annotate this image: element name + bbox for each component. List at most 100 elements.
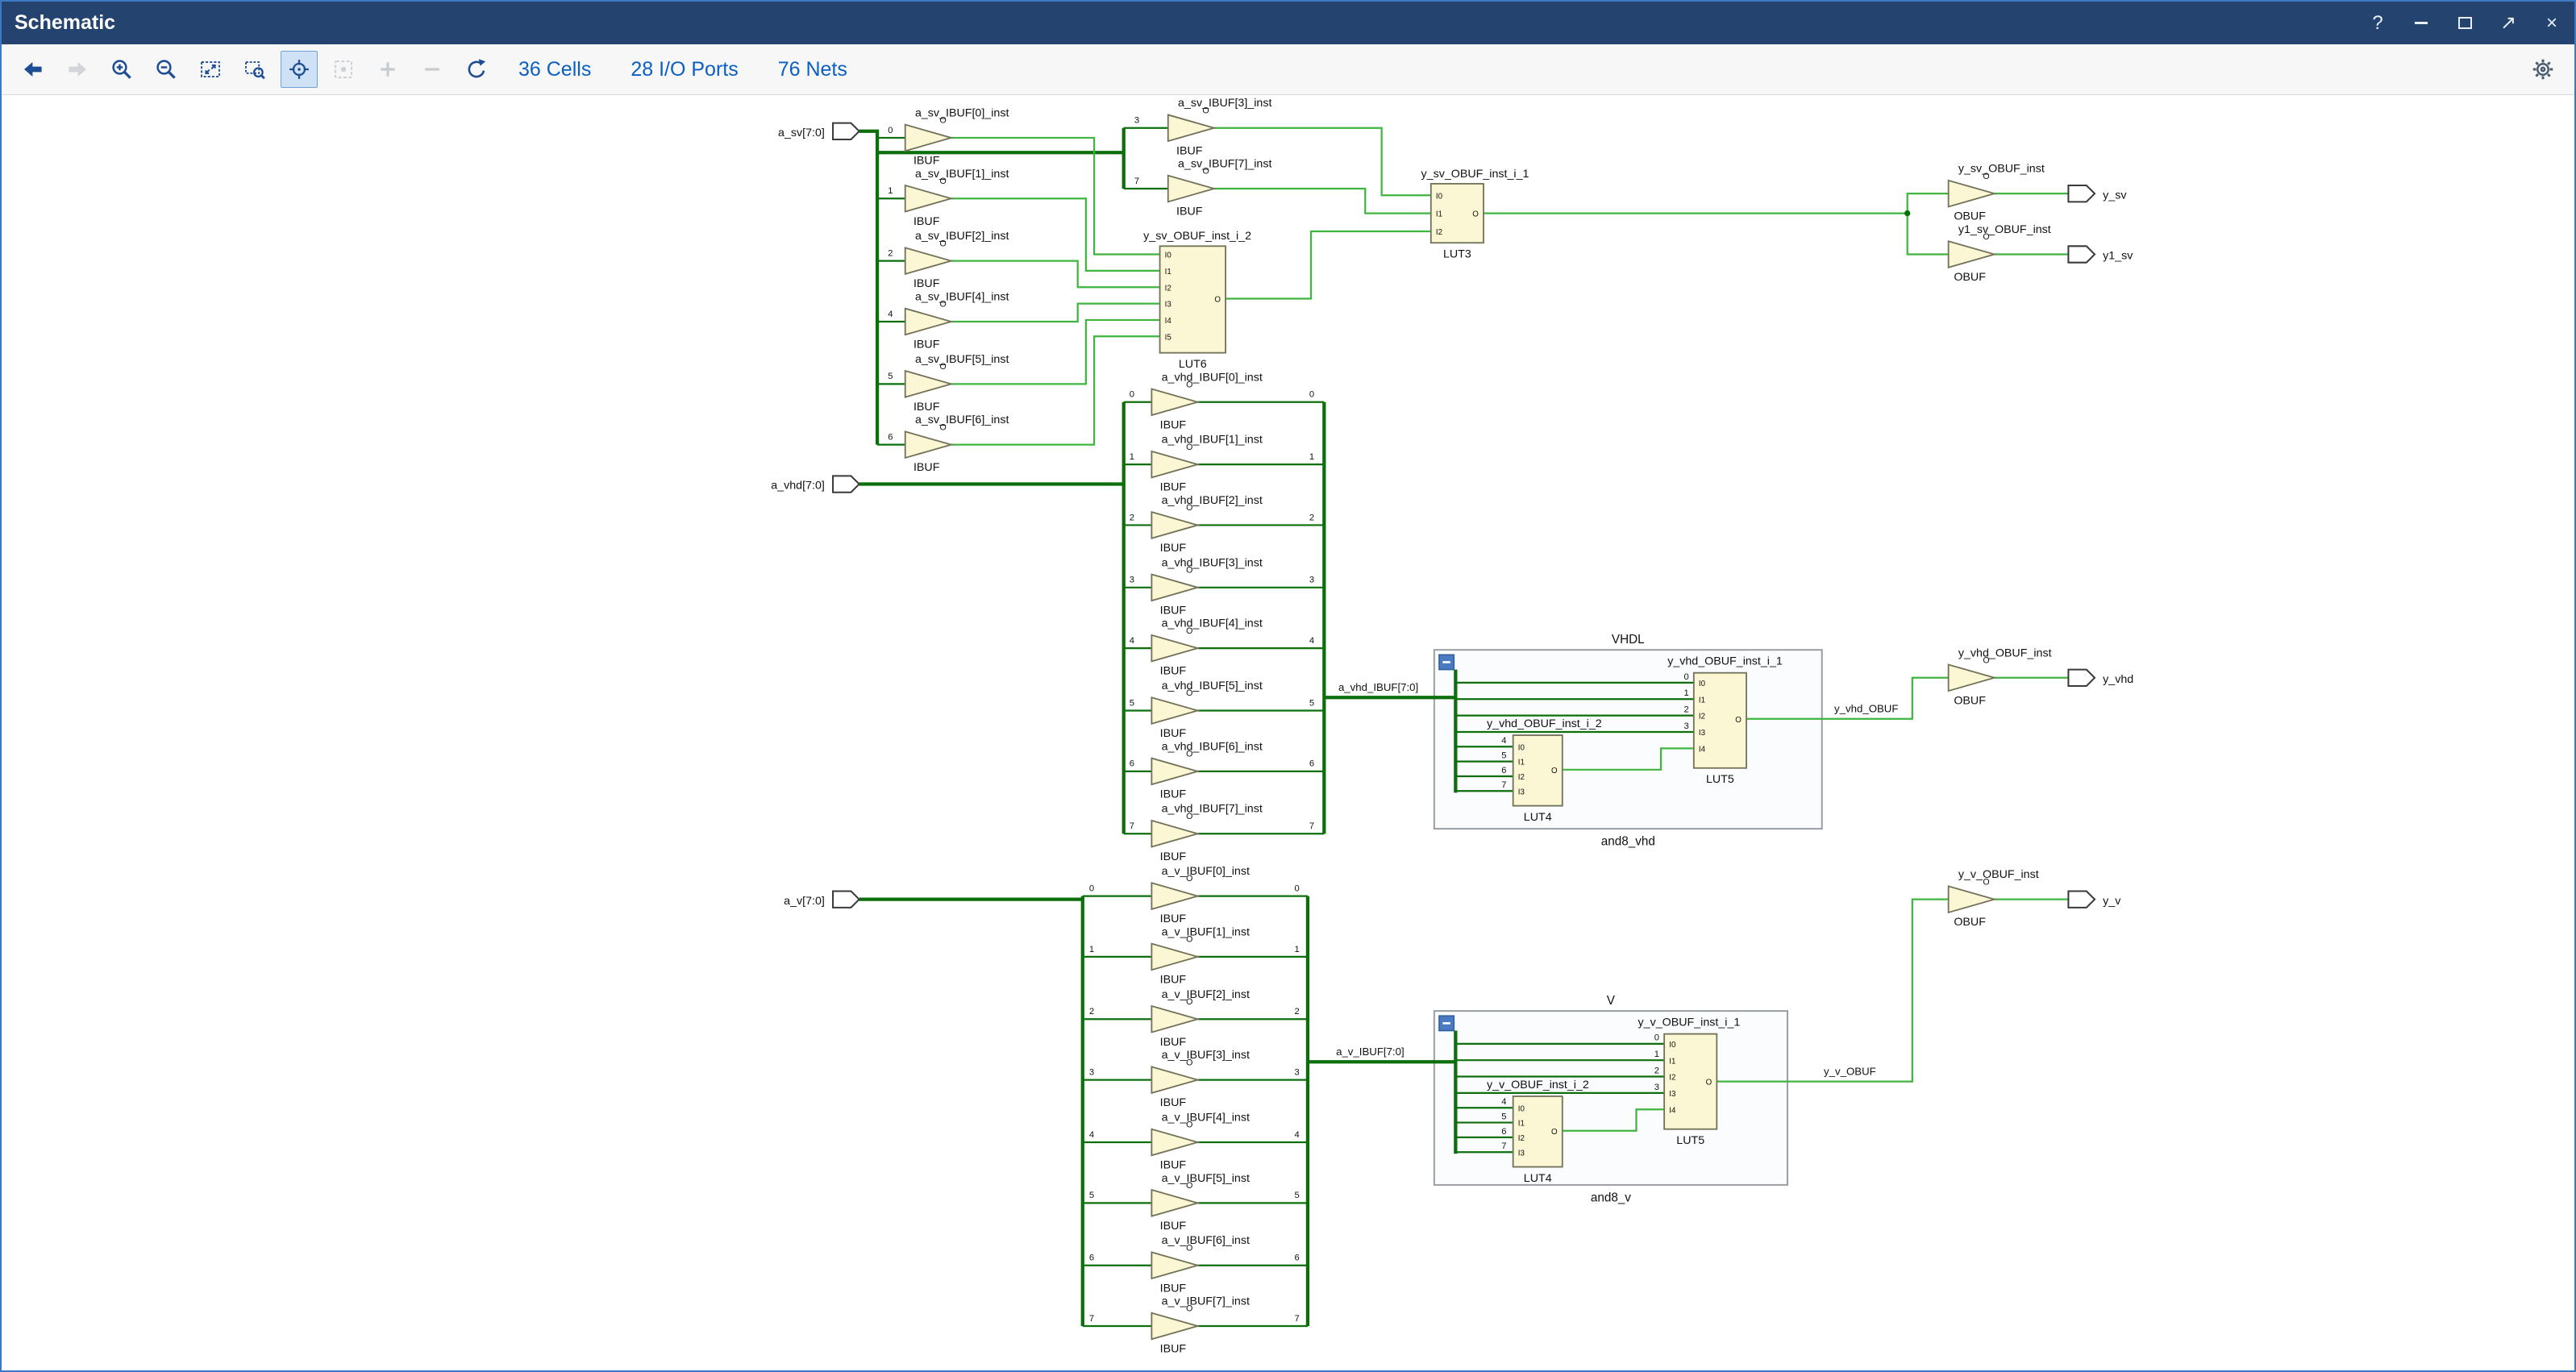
- bit-index-label: 4: [1130, 636, 1134, 646]
- ibuf-symbol[interactable]: [1151, 821, 1197, 847]
- net-wire[interactable]: [1908, 193, 1949, 213]
- zoom-out-button[interactable]: [148, 51, 185, 88]
- forward-button[interactable]: [59, 51, 96, 88]
- output-port[interactable]: [2068, 246, 2095, 262]
- input-port[interactable]: [833, 891, 859, 907]
- ibuf-symbol[interactable]: [905, 431, 951, 458]
- obuf-symbol[interactable]: [1949, 241, 1995, 268]
- ibuf-symbol[interactable]: [1151, 883, 1197, 909]
- port-label: y_v: [2103, 895, 2121, 908]
- toolbar: 36 Cells 28 I/O Ports 76 Nets: [2, 44, 2574, 95]
- bit-index-label: 1: [1309, 452, 1314, 462]
- hierarchy-block[interactable]: [1434, 650, 1822, 829]
- ibuf-symbol[interactable]: [1151, 1066, 1197, 1093]
- pin-label: I0: [1518, 1104, 1525, 1113]
- instance-name-label: y_vhd_OBUF_inst: [1958, 647, 2052, 659]
- float-button[interactable]: ↗: [2499, 14, 2518, 33]
- bit-index-label: 1: [1654, 1050, 1659, 1059]
- ibuf-symbol[interactable]: [1151, 1252, 1197, 1278]
- back-button[interactable]: [15, 51, 52, 88]
- output-port[interactable]: [2068, 891, 2095, 907]
- input-port[interactable]: [833, 123, 859, 139]
- ibuf-symbol[interactable]: [1168, 114, 1214, 141]
- ibuf-symbol[interactable]: [905, 371, 951, 397]
- instance-name-label: y_vhd_OBUF_inst_i_1: [1667, 655, 1783, 668]
- ibuf-symbol[interactable]: [905, 125, 951, 152]
- minimize-icon: [2415, 22, 2428, 24]
- ibuf-symbol[interactable]: [1151, 575, 1197, 601]
- hierarchy-block[interactable]: [1434, 1011, 1787, 1185]
- block-instance-label: and8_v: [1591, 1191, 1631, 1204]
- ibuf-symbol[interactable]: [1151, 944, 1197, 971]
- autofit-selection-button[interactable]: [281, 51, 318, 88]
- ibuf-symbol[interactable]: [1168, 176, 1214, 202]
- bit-index-label: 7: [1130, 821, 1134, 831]
- bit-index-label: 6: [1130, 759, 1134, 769]
- net-name-label: y_v_OBUF: [1824, 1066, 1876, 1078]
- net-wire[interactable]: [1226, 231, 1431, 298]
- bit-index-label: 5: [888, 372, 893, 381]
- bit-index-label: 7: [1309, 821, 1314, 831]
- pin-label: I0: [1669, 1041, 1676, 1050]
- instance-name-label: a_vhd_IBUF[5]_inst: [1162, 680, 1263, 692]
- schematic-canvas[interactable]: VHDLand8_vhdVand8_va_sv[7:0]a_vhd[7:0]a_…: [2, 95, 2574, 1370]
- ibuf-symbol[interactable]: [1151, 759, 1197, 785]
- zoom-fit-button[interactable]: [192, 51, 229, 88]
- collapse-cone-button[interactable]: [414, 51, 451, 88]
- cell-type-label: IBUF: [1160, 1096, 1187, 1109]
- bit-index-label: 3: [1683, 721, 1688, 731]
- ibuf-symbol[interactable]: [905, 247, 951, 274]
- cells-link[interactable]: 36 Cells: [518, 58, 591, 81]
- port-label: y1_sv: [2103, 250, 2133, 263]
- ibuf-symbol[interactable]: [1151, 1006, 1197, 1033]
- instance-name-label: a_vhd_IBUF[3]_inst: [1162, 556, 1263, 569]
- show-hierarchy-button[interactable]: [325, 51, 362, 88]
- regenerate-button[interactable]: [458, 51, 495, 88]
- ibuf-symbol[interactable]: [1151, 1313, 1197, 1340]
- ibuf-symbol[interactable]: [1151, 1190, 1197, 1216]
- pin-o-label: O: [1214, 296, 1221, 305]
- net-wire[interactable]: [1214, 189, 1431, 214]
- net-wire[interactable]: [951, 261, 1160, 288]
- input-port[interactable]: [833, 476, 859, 492]
- ibuf-symbol[interactable]: [1151, 697, 1197, 724]
- obuf-symbol[interactable]: [1949, 886, 1995, 913]
- bit-index-label: 5: [1501, 751, 1506, 761]
- zoom-to-selection-button[interactable]: [236, 51, 273, 88]
- ibuf-symbol[interactable]: [1151, 635, 1197, 662]
- nets-link[interactable]: 76 Nets: [778, 58, 847, 81]
- cell-type-label: IBUF: [1176, 144, 1203, 157]
- obuf-symbol[interactable]: [1949, 665, 1995, 692]
- ibuf-symbol[interactable]: [1151, 389, 1197, 415]
- net-wire[interactable]: [951, 304, 1160, 322]
- minimize-button[interactable]: [2412, 22, 2431, 24]
- output-port[interactable]: [2068, 670, 2095, 686]
- bit-index-label: 6: [1295, 1254, 1300, 1263]
- io-ports-link[interactable]: 28 I/O Ports: [630, 58, 738, 81]
- ibuf-symbol[interactable]: [905, 185, 951, 212]
- bus-wire[interactable]: [859, 131, 877, 445]
- ibuf-symbol[interactable]: [1151, 1129, 1197, 1156]
- close-button[interactable]: ×: [2542, 14, 2561, 33]
- settings-gear-button[interactable]: [2524, 51, 2561, 88]
- instance-name-label: y_v_OBUF_inst: [1958, 868, 2039, 881]
- bit-index-label: 2: [1309, 513, 1314, 522]
- obuf-symbol[interactable]: [1949, 181, 1995, 207]
- window-controls: ? ↗ ×: [2368, 14, 2561, 33]
- ibuf-symbol[interactable]: [1151, 451, 1197, 478]
- pin-o-label: O: [940, 300, 947, 310]
- net-wire[interactable]: [951, 320, 1160, 384]
- output-port[interactable]: [2068, 185, 2095, 202]
- net-wire[interactable]: [1908, 214, 1949, 255]
- bit-index-label: 1: [1130, 452, 1134, 462]
- pin-label: I4: [1165, 317, 1172, 326]
- expand-cone-button[interactable]: [369, 51, 406, 88]
- ibuf-symbol[interactable]: [1151, 512, 1197, 538]
- ibuf-symbol[interactable]: [905, 309, 951, 335]
- help-button[interactable]: ?: [2368, 14, 2387, 33]
- pin-o-label: O: [1186, 1304, 1192, 1314]
- restore-button[interactable]: [2455, 17, 2474, 29]
- instance-name-label: y_sv_OBUF_inst: [1958, 163, 2045, 176]
- zoom-in-button[interactable]: [103, 51, 140, 88]
- pin-o-label: O: [1983, 172, 1989, 181]
